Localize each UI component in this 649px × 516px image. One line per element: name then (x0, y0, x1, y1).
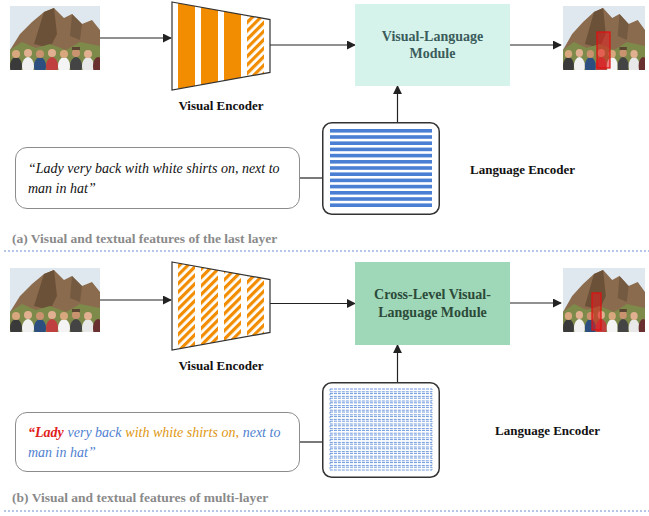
panel-a-art (4, 6, 649, 251)
token-feature (330, 417, 432, 420)
prediction-box (597, 32, 610, 68)
encoder-outline (172, 262, 270, 350)
token-feature (330, 467, 432, 470)
encoder-outline (323, 123, 440, 215)
token-feature (330, 172, 432, 176)
flow-arrow (510, 302, 561, 303)
feature-layer (247, 2, 264, 90)
token-feature (330, 444, 432, 447)
input-photo (10, 268, 103, 337)
feature-layer (178, 262, 195, 350)
token-feature (330, 148, 432, 152)
token-feature (330, 179, 432, 183)
connector-arrow (397, 86, 398, 122)
fusion-module: Cross-Level Visual-Language Module (355, 262, 510, 345)
encoder-shape (172, 2, 270, 90)
module-title: Visual-Language Module (365, 28, 500, 63)
feature-layer (178, 2, 195, 90)
token-feature (330, 185, 432, 189)
panel-b-art (4, 268, 649, 511)
module-title: Cross-Level Visual-Language Module (365, 286, 500, 321)
token-feature (330, 166, 432, 170)
token-feature (330, 412, 432, 415)
encoder-label: Language Encoder (470, 162, 575, 177)
token-feature (330, 435, 432, 438)
visual-encoder: Visual Encoder (172, 2, 270, 90)
token-feature (330, 440, 432, 443)
connector-arrow (270, 303, 355, 304)
token-feature (330, 426, 432, 429)
query-text: with white shirts on, (125, 425, 239, 440)
encoder-label: Visual Encoder (178, 358, 263, 373)
token-feature (330, 394, 432, 397)
input-photo (10, 6, 103, 75)
output-photo (563, 6, 648, 75)
token-feature (330, 197, 432, 201)
token-feature (330, 135, 432, 139)
token-feature (330, 191, 432, 195)
flow-arrow (100, 299, 171, 300)
separator-line (4, 511, 649, 512)
connector-arrow (397, 345, 398, 382)
query-text-box: “Ladyvery backwith white shirts on,next … (15, 412, 300, 472)
query-text: very back (68, 425, 122, 440)
token-feature (330, 403, 432, 406)
query-text: “Lady very back with white shirts on, ne… (28, 161, 280, 196)
feature-layer (247, 262, 264, 350)
visual-encoder: Visual Encoder (172, 262, 270, 350)
query-text-box: “Lady very back with white shirts on, ne… (15, 147, 300, 209)
encoder-shape (322, 382, 440, 478)
token-feature (330, 129, 432, 133)
token-feature (330, 203, 432, 207)
feature-layer (201, 2, 218, 90)
connector-line (300, 177, 322, 178)
encoder-label: Language Encoder (495, 423, 600, 438)
feature-layer (224, 262, 241, 350)
token-feature (330, 430, 432, 433)
token-feature (330, 463, 432, 466)
connector-line (300, 441, 322, 442)
token-feature (330, 453, 432, 456)
encoder-shape (322, 122, 440, 215)
encoder-label: Visual Encoder (178, 98, 263, 113)
token-feature (330, 160, 432, 164)
query-text: “Lady (28, 425, 64, 440)
panel-caption: (b) Visual and textual features of multi… (12, 490, 268, 505)
panel-caption: (a) Visual and textual features of the l… (12, 231, 277, 246)
token-feature (330, 407, 432, 410)
flow-arrow (510, 44, 561, 45)
language-encoder: Language Encoder (322, 382, 440, 478)
output-photo (563, 268, 648, 337)
token-feature (330, 154, 432, 158)
token-feature (330, 398, 432, 401)
token-feature (330, 421, 432, 424)
token-feature (330, 389, 432, 392)
connector-arrow (270, 44, 355, 45)
encoder-outline (323, 383, 440, 478)
token-feature (330, 458, 432, 461)
encoder-shape (172, 262, 270, 350)
separator-line (4, 251, 649, 252)
fusion-module: Visual-Language Module (355, 4, 510, 86)
language-encoder: Language Encoder (322, 122, 440, 215)
token-feature (330, 449, 432, 452)
flow-arrow (100, 37, 171, 38)
feature-layer (224, 2, 241, 90)
feature-layer (201, 262, 218, 350)
encoder-outline (172, 2, 270, 90)
prediction-box (592, 293, 601, 330)
token-feature (330, 141, 432, 145)
